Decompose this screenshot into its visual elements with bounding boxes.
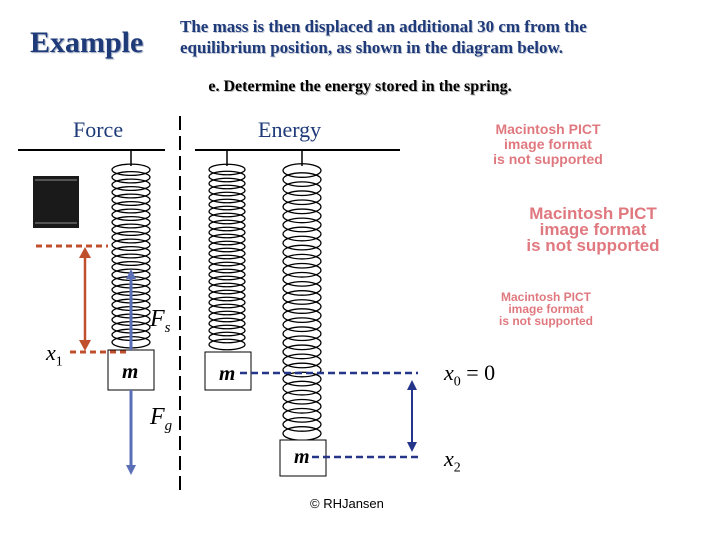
spring-coil — [111, 245, 151, 259]
spring-coil — [208, 282, 246, 295]
spring-coil — [208, 338, 246, 351]
spring-coil — [208, 205, 246, 218]
spring-coil — [111, 170, 151, 184]
spring-coil — [282, 235, 322, 251]
spring-coil — [111, 223, 151, 237]
spring-coil — [282, 326, 322, 342]
x1-label: x1 — [46, 340, 63, 370]
spring-coil — [282, 199, 322, 215]
pict-placeholder-1: Macintosh PICT image format is not suppo… — [493, 121, 603, 167]
spring-coil — [208, 296, 246, 309]
spring-coil — [282, 335, 322, 351]
spring-coil — [208, 177, 246, 190]
spring-coil — [111, 238, 151, 252]
spring-coil — [282, 407, 322, 423]
spring-coil — [208, 247, 246, 260]
mass-label-equilibrium: m — [219, 361, 236, 385]
spring-coil — [208, 317, 246, 330]
energy-heading: Energy — [258, 117, 322, 142]
spring-coil — [282, 181, 322, 197]
spring-coil — [282, 317, 322, 333]
spring-coil — [282, 353, 322, 369]
copyright-notice: © RHJansen — [310, 496, 384, 511]
spring-coil — [208, 324, 246, 337]
spring-coil — [208, 261, 246, 274]
spring-coil — [282, 271, 322, 287]
spring-coil — [208, 254, 246, 267]
force-heading: Force — [73, 117, 124, 142]
pict-placeholder-3: Macintosh PICT image format is not suppo… — [499, 290, 593, 328]
spring-coil — [282, 190, 322, 206]
mass-block-force — [107, 349, 155, 391]
hanging-block — [33, 176, 79, 228]
spring-coil — [208, 303, 246, 316]
spring-coil — [208, 268, 246, 281]
spring-coil — [282, 262, 322, 278]
spring-coil — [111, 185, 151, 199]
spring-coil — [111, 253, 151, 267]
pict-placeholder-2: Macintosh PICT image format is not suppo… — [526, 204, 660, 255]
spring-coil — [208, 233, 246, 246]
spring-coil — [111, 208, 151, 222]
spring-coil — [282, 308, 322, 324]
spring-coil — [111, 215, 151, 229]
x0-label: x0 = 0 — [444, 360, 496, 390]
spring-coil — [282, 299, 322, 314]
spring-coil — [282, 244, 322, 260]
x2-label: x2 — [444, 446, 461, 476]
spring-coil — [282, 217, 322, 233]
spring-coil — [282, 344, 322, 360]
mass-label-force: m — [122, 359, 139, 383]
gravity-force-label: Fg — [150, 404, 173, 434]
spring-force-label: Fs — [150, 306, 171, 336]
spring-coil — [282, 208, 322, 224]
spring-energy-equilibrium — [208, 150, 246, 351]
spring-coil — [208, 331, 246, 344]
spring-coil — [208, 226, 246, 239]
problem-statement: The mass is then displaced an additional… — [180, 17, 587, 57]
spring-coil — [111, 200, 151, 214]
spring-coil — [208, 240, 246, 253]
spring-coil — [208, 212, 246, 225]
spring-coil — [282, 172, 322, 188]
spring-coil — [111, 163, 151, 177]
mass-label-stretched: m — [294, 446, 310, 468]
spring-coil — [282, 163, 322, 178]
page-title: Example — [30, 26, 144, 59]
spring-coil — [111, 230, 151, 244]
spring-coil — [282, 380, 322, 396]
spring-coil — [282, 226, 322, 242]
spring-coil — [208, 310, 246, 323]
question-e: e. Determine the energy stored in the sp… — [208, 78, 512, 95]
spring-coil — [208, 198, 246, 211]
spring-coil — [208, 289, 246, 302]
spring-coil — [208, 163, 246, 176]
spring-coil — [282, 280, 322, 296]
spring-coil — [282, 426, 322, 441]
spring-coil — [282, 416, 322, 432]
spring-coil — [208, 184, 246, 197]
spring-coil — [282, 290, 322, 305]
spring-coil — [282, 362, 322, 378]
spring-coil — [282, 253, 322, 269]
mass-block-equilibrium — [204, 351, 252, 391]
spring-coil — [208, 275, 246, 288]
spring-coil — [208, 170, 246, 183]
spring-coil — [111, 178, 151, 192]
spring-force — [111, 150, 151, 349]
spring-coil — [208, 219, 246, 232]
spring-coil — [208, 191, 246, 204]
spring-energy-stretched — [282, 150, 322, 441]
spring-coil — [282, 389, 322, 405]
spring-coil — [282, 398, 322, 414]
spring-coil — [111, 193, 151, 207]
